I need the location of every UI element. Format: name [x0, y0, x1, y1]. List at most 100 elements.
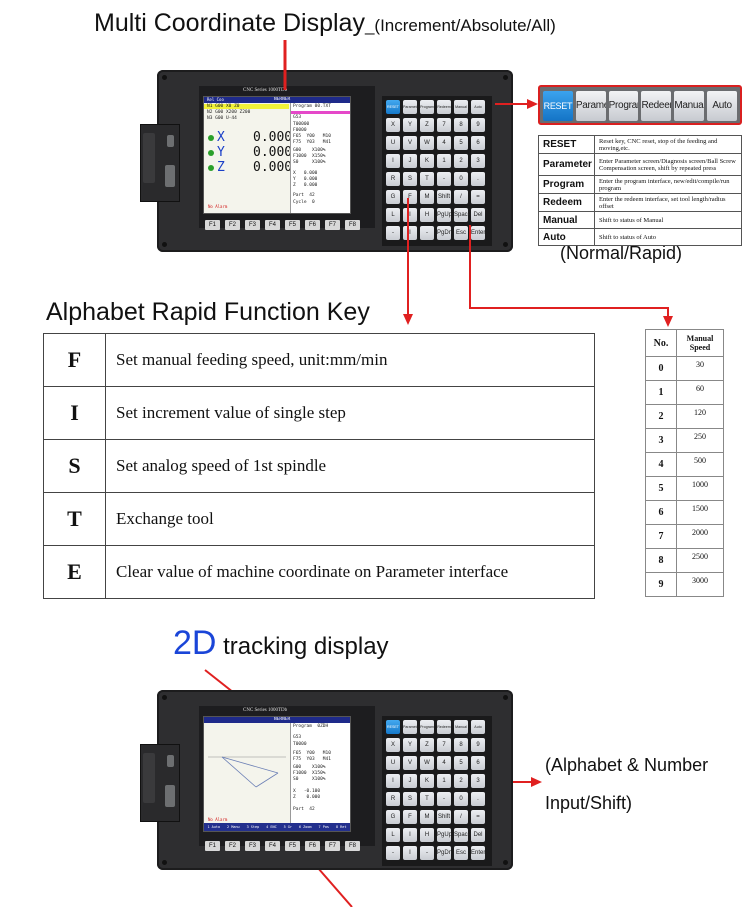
softkey-f2[interactable]: F2 [225, 220, 240, 230]
key-u[interactable]: U [386, 756, 400, 770]
softkey-f7[interactable]: F7 [325, 220, 340, 230]
key-r[interactable]: R [386, 172, 400, 186]
key-s[interactable]: S [403, 172, 417, 186]
key-enter[interactable]: Enter [471, 226, 485, 240]
key-[interactable]: . [471, 792, 485, 806]
key-4[interactable]: 4 [437, 136, 451, 150]
key-reset[interactable]: RESET [386, 100, 400, 114]
key-t[interactable]: T [420, 172, 434, 186]
key-f[interactable]: F [403, 190, 417, 204]
key-2[interactable]: 2 [454, 774, 468, 788]
key-y[interactable]: Y [403, 118, 417, 132]
key-i[interactable]: I [403, 208, 417, 222]
key-t[interactable]: T [420, 792, 434, 806]
softkey-f8[interactable]: F8 [345, 841, 360, 851]
key-program[interactable]: Program [420, 720, 434, 734]
key-6[interactable]: 6 [471, 756, 485, 770]
key-redeem[interactable]: Redeem [437, 720, 451, 734]
key-0[interactable]: 0 [454, 172, 468, 186]
key-r[interactable]: R [386, 792, 400, 806]
key-esc[interactable]: Esc [454, 226, 468, 240]
softkey-f2[interactable]: F2 [225, 841, 240, 851]
key-v[interactable]: V [403, 756, 417, 770]
key-5[interactable]: 5 [454, 756, 468, 770]
key-j[interactable]: J [403, 774, 417, 788]
key-s[interactable]: S [403, 792, 417, 806]
key-0[interactable]: 0 [454, 792, 468, 806]
key-shift[interactable]: Shift [437, 190, 451, 204]
key-auto[interactable]: Auto [471, 720, 485, 734]
key-[interactable]: - [420, 846, 434, 860]
key-u[interactable]: U [386, 136, 400, 150]
key-3[interactable]: 3 [471, 774, 485, 788]
key-v[interactable]: V [403, 136, 417, 150]
key-5[interactable]: 5 [454, 136, 468, 150]
strip-key-auto[interactable]: Auto [707, 91, 737, 121]
key-z[interactable]: Z [420, 118, 434, 132]
key-[interactable]: = [471, 190, 485, 204]
key-l[interactable]: L [386, 828, 400, 842]
softkey-f5[interactable]: F5 [285, 220, 300, 230]
key-m[interactable]: M [420, 190, 434, 204]
key-z[interactable]: Z [420, 738, 434, 752]
key-[interactable]: / [454, 190, 468, 204]
key-6[interactable]: 6 [471, 136, 485, 150]
key-h[interactable]: H [420, 208, 434, 222]
softkey-f6[interactable]: F6 [305, 841, 320, 851]
key-1[interactable]: 1 [437, 774, 451, 788]
key-shift[interactable]: Shift [437, 810, 451, 824]
key-2[interactable]: 2 [454, 154, 468, 168]
softkey-f7[interactable]: F7 [325, 841, 340, 851]
key-[interactable]: = [471, 810, 485, 824]
key-parameter[interactable]: Parameter [403, 720, 420, 734]
key-8[interactable]: 8 [454, 118, 468, 132]
key-pgup[interactable]: PgUp [437, 208, 452, 222]
key-k[interactable]: K [420, 154, 434, 168]
key-[interactable]: - [386, 226, 400, 240]
key-[interactable]: . [471, 172, 485, 186]
softkey-f3[interactable]: F3 [245, 841, 260, 851]
key-enter[interactable]: Enter [471, 846, 485, 860]
key-1[interactable]: 1 [437, 154, 451, 168]
softkey-f3[interactable]: F3 [245, 220, 260, 230]
softkey-f4[interactable]: F4 [265, 220, 280, 230]
key-3[interactable]: 3 [471, 154, 485, 168]
key-f[interactable]: F [403, 810, 417, 824]
key-[interactable]: - [437, 792, 451, 806]
key-m[interactable]: M [420, 810, 434, 824]
key-[interactable]: / [454, 810, 468, 824]
key-[interactable]: - [386, 846, 400, 860]
softkey-f1[interactable]: F1 [205, 220, 220, 230]
key-[interactable]: - [437, 172, 451, 186]
softkey-f1[interactable]: F1 [205, 841, 220, 851]
key-i[interactable]: I [386, 774, 400, 788]
key-x[interactable]: X [386, 118, 400, 132]
key-pgup[interactable]: PgUp [437, 828, 452, 842]
key-g[interactable]: G [386, 190, 400, 204]
key-space[interactable]: Space [454, 828, 471, 842]
key-i[interactable]: I [403, 226, 417, 240]
key-del[interactable]: Del [471, 208, 485, 222]
key-k[interactable]: K [420, 774, 434, 788]
key-[interactable]: - [420, 226, 434, 240]
key-9[interactable]: 9 [471, 738, 485, 752]
key-7[interactable]: 7 [437, 118, 451, 132]
softkey-f5[interactable]: F5 [285, 841, 300, 851]
key-redeem[interactable]: Redeem [437, 100, 451, 114]
strip-key-redeem[interactable]: Redeem [641, 91, 672, 121]
key-4[interactable]: 4 [437, 756, 451, 770]
key-9[interactable]: 9 [471, 118, 485, 132]
key-y[interactable]: Y [403, 738, 417, 752]
key-w[interactable]: W [420, 756, 434, 770]
key-x[interactable]: X [386, 738, 400, 752]
strip-key-reset[interactable]: RESET [543, 91, 573, 121]
key-space[interactable]: Space [454, 208, 471, 222]
key-7[interactable]: 7 [437, 738, 451, 752]
key-w[interactable]: W [420, 136, 434, 150]
key-manual[interactable]: Manual [454, 100, 468, 114]
key-del[interactable]: Del [471, 828, 485, 842]
key-program[interactable]: Program [420, 100, 434, 114]
key-esc[interactable]: Esc [454, 846, 468, 860]
key-pgdn[interactable]: PgDn [437, 226, 452, 240]
key-l[interactable]: L [386, 208, 400, 222]
